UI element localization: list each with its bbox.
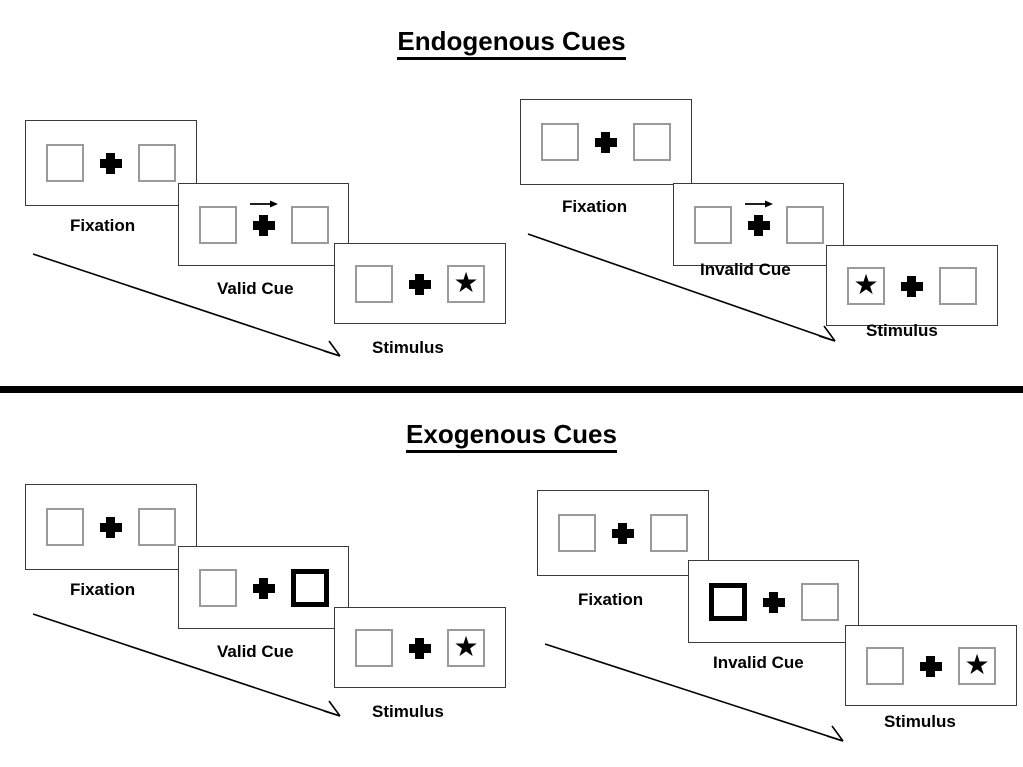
- caption-endogenous-invalid-fixation: Fixation: [562, 197, 628, 216]
- caption-exogenous-valid-stimulus: Stimulus: [372, 702, 444, 721]
- panel-endogenous-invalid-cue[interactable]: [673, 183, 844, 266]
- frame-content: [46, 144, 176, 182]
- frame-content: [708, 582, 839, 621]
- arrow-right-cue-icon: [744, 200, 773, 207]
- panel-exogenous-invalid-cue[interactable]: [688, 560, 859, 643]
- panel-endogenous-invalid-fixation[interactable]: [520, 99, 692, 185]
- fixation-cross-icon: [761, 589, 787, 615]
- star-target-icon: ★: [853, 268, 879, 300]
- arrow-right-cue-icon: [249, 200, 278, 207]
- stimulus-box-left[interactable]: [541, 123, 579, 161]
- fixation-cross-icon: [918, 653, 944, 679]
- fixation-cross-icon: [407, 635, 433, 661]
- frame-content: ★: [847, 266, 977, 305]
- stimulus-box-left[interactable]: [198, 568, 237, 607]
- panel-exogenous-invalid-stimulus[interactable]: ★: [845, 625, 1017, 706]
- stimulus-box-right[interactable]: [633, 123, 671, 161]
- stimulus-box-right[interactable]: [138, 144, 176, 182]
- caption-exogenous-invalid-fixation: Fixation: [578, 590, 644, 609]
- time-progression-arrow-icon: [527, 233, 836, 342]
- caption-endogenous-invalid-cue: Invalid Cue: [700, 260, 791, 279]
- stimulus-box-left-cued[interactable]: [708, 582, 747, 621]
- fixation-cross-icon: [98, 150, 124, 176]
- frame-content: [198, 200, 329, 244]
- fixation-cross-icon: [899, 273, 925, 299]
- fixation-cross-icon: [251, 575, 277, 601]
- stimulus-box-right[interactable]: [785, 205, 824, 244]
- time-progression-arrow-icon: [544, 643, 844, 742]
- stimulus-box-right[interactable]: [138, 508, 176, 546]
- fixation-cross-icon: [98, 514, 124, 540]
- frame-content: [541, 123, 671, 161]
- fixation-cross-icon: [744, 200, 773, 238]
- frame-content: [46, 508, 176, 546]
- stimulus-box-right-cued[interactable]: [290, 568, 329, 607]
- section-title-endogenous-text: Endogenous Cues: [397, 26, 626, 60]
- caption-endogenous-valid-fixation: Fixation: [70, 216, 136, 235]
- panel-endogenous-valid-stimulus[interactable]: ★: [334, 243, 506, 324]
- panel-exogenous-invalid-fixation[interactable]: [537, 490, 709, 576]
- stimulus-box-left[interactable]: [866, 646, 904, 685]
- frame-content: [693, 200, 824, 244]
- panel-exogenous-valid-stimulus[interactable]: ★: [334, 607, 506, 688]
- panel-exogenous-valid-cue[interactable]: [178, 546, 349, 629]
- caption-endogenous-invalid-stimulus: Stimulus: [866, 321, 938, 340]
- panel-endogenous-invalid-stimulus[interactable]: ★: [826, 245, 998, 326]
- stimulus-box-left[interactable]: [46, 508, 84, 546]
- caption-exogenous-invalid-cue: Invalid Cue: [713, 653, 804, 672]
- stimulus-box-right[interactable]: [650, 514, 688, 552]
- fixation-cross-icon: [593, 129, 619, 155]
- star-target-icon: ★: [453, 630, 479, 662]
- stimulus-box-left-target[interactable]: ★: [847, 266, 885, 305]
- frame-content: ★: [355, 628, 485, 667]
- fixation-cross-icon: [249, 200, 278, 238]
- stimulus-box-right[interactable]: [800, 582, 839, 621]
- frame-content: ★: [866, 646, 996, 685]
- stimulus-box-left[interactable]: [198, 205, 237, 244]
- stimulus-box-left[interactable]: [46, 144, 84, 182]
- caption-exogenous-valid-cue: Valid Cue: [217, 642, 294, 661]
- frame-content: ★: [355, 264, 485, 303]
- time-progression-arrow-icon: [32, 613, 341, 717]
- star-target-icon: ★: [453, 266, 479, 298]
- caption-exogenous-invalid-stimulus: Stimulus: [884, 712, 956, 731]
- stimulus-box-left[interactable]: [355, 628, 393, 667]
- time-progression-arrow-icon: [32, 253, 341, 357]
- star-target-icon: ★: [964, 648, 990, 680]
- stimulus-box-right-target[interactable]: ★: [958, 646, 996, 685]
- stimulus-box-right[interactable]: [290, 205, 329, 244]
- stimulus-box-right-target[interactable]: ★: [447, 628, 485, 667]
- fixation-cross-icon: [407, 271, 433, 297]
- stimulus-box-left[interactable]: [693, 205, 732, 244]
- fixation-cross-icon: [610, 520, 636, 546]
- section-title-exogenous: Exogenous Cues: [0, 419, 1023, 453]
- frame-content: [558, 514, 688, 552]
- panel-exogenous-valid-fixation[interactable]: [25, 484, 197, 570]
- panel-endogenous-valid-cue[interactable]: [178, 183, 349, 266]
- panel-endogenous-valid-fixation[interactable]: [25, 120, 197, 206]
- caption-endogenous-valid-cue: Valid Cue: [217, 279, 294, 298]
- stimulus-box-left[interactable]: [355, 264, 393, 303]
- caption-exogenous-valid-fixation: Fixation: [70, 580, 136, 599]
- section-divider: [0, 386, 1023, 393]
- frame-content: [198, 568, 329, 607]
- caption-endogenous-valid-stimulus: Stimulus: [372, 338, 444, 357]
- section-title-exogenous-text: Exogenous Cues: [406, 419, 617, 453]
- section-title-endogenous: Endogenous Cues: [0, 26, 1023, 60]
- stimulus-box-right[interactable]: [939, 266, 977, 305]
- stimulus-box-left[interactable]: [558, 514, 596, 552]
- stimulus-box-right-target[interactable]: ★: [447, 264, 485, 303]
